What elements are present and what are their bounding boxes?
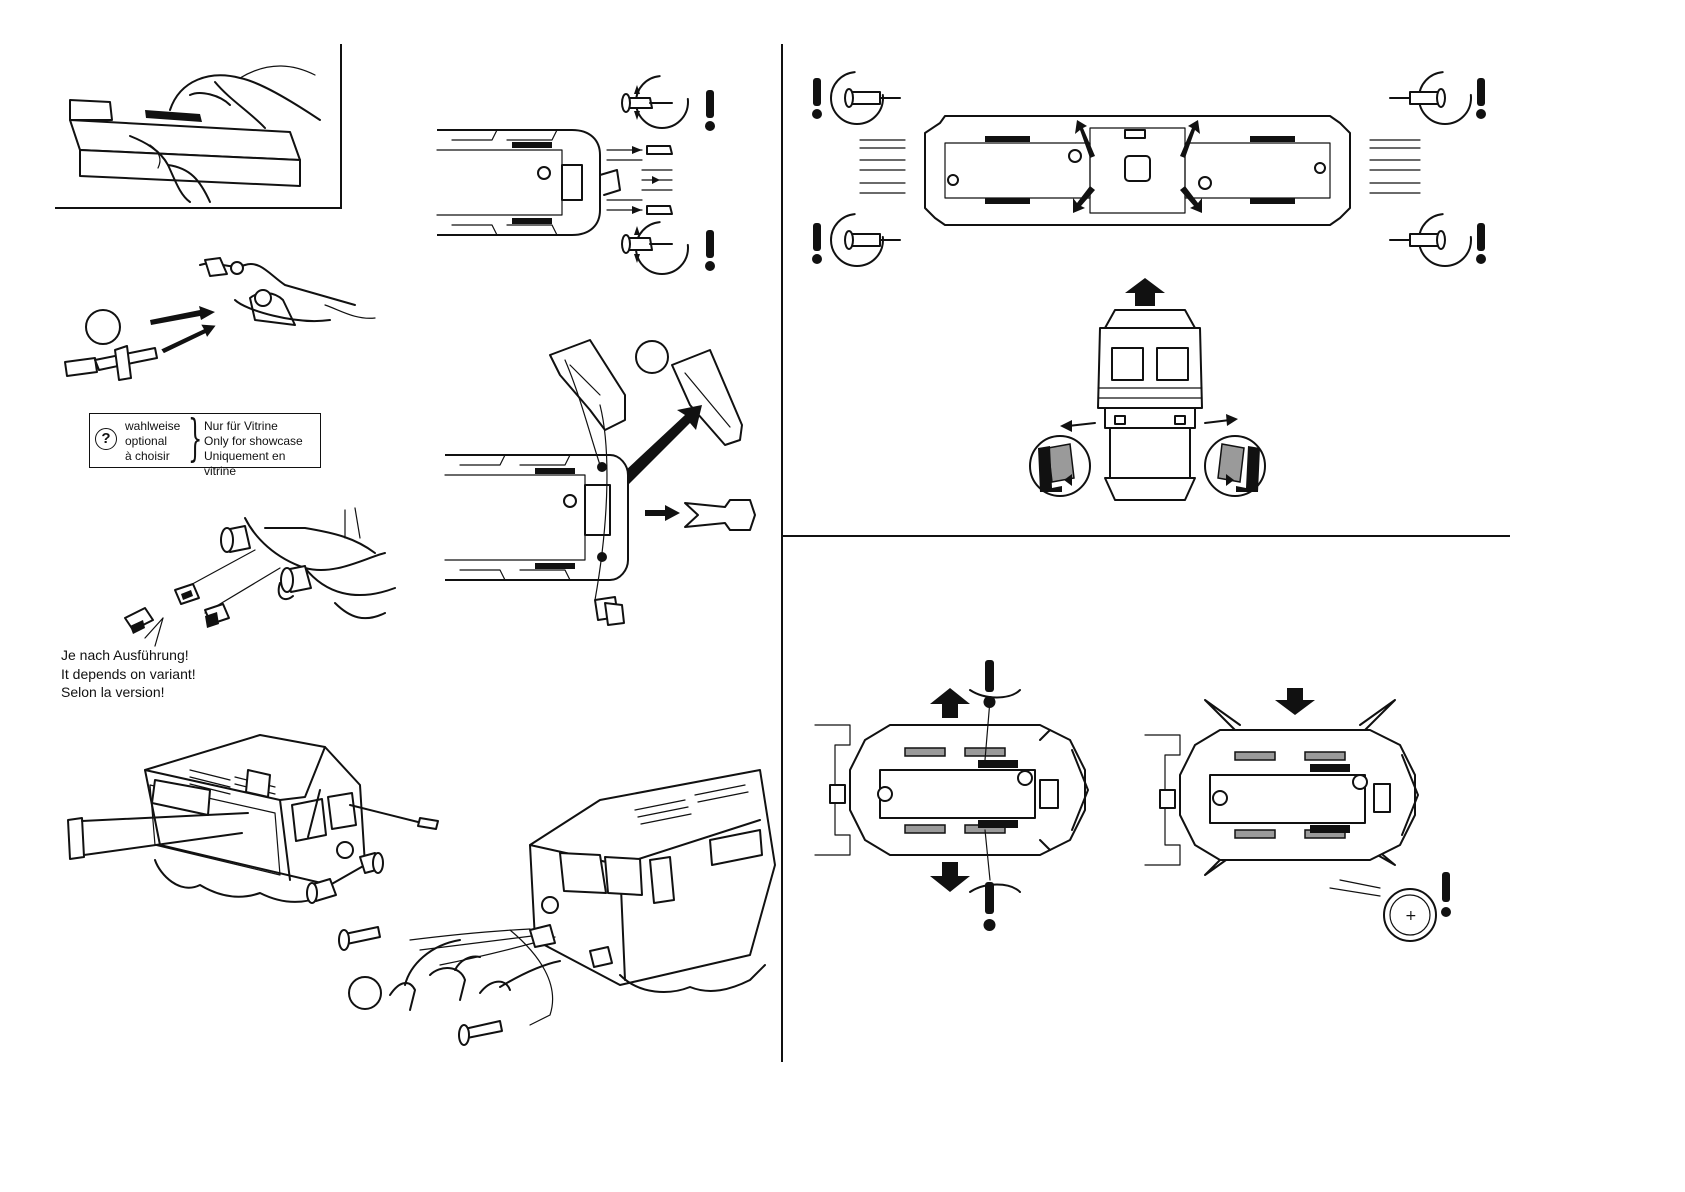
hands-holding-box-illustration <box>50 40 340 210</box>
cab-hood-removal-illustration <box>440 335 770 635</box>
question-mark-icon: ? <box>95 428 117 450</box>
variant-note: Je nach Ausführung! It depends on varian… <box>61 646 196 702</box>
note-left-line-1: wahlweise <box>125 419 180 434</box>
step-marker-circle-3 <box>636 341 668 373</box>
variant-line-2: It depends on variant! <box>61 665 196 684</box>
locomotive-detail-parts-illustration <box>60 725 780 1065</box>
optional-note-right: Nur für Vitrine Only for showcase Unique… <box>204 419 320 479</box>
variant-line-1: Je nach Ausführung! <box>61 646 196 665</box>
brace-icon: } <box>188 412 202 464</box>
note-right-line-2: Only for showcase <box>204 434 320 449</box>
bogie-gear-removal-illustration <box>810 660 1100 930</box>
buffer-connector-detail-illustration <box>105 508 405 658</box>
note-left-line-3: à choisir <box>125 449 180 464</box>
loco-front-body-lift-illustration <box>1030 278 1280 508</box>
bogie-traction-tire-illustration: + <box>1140 660 1460 935</box>
note-right-line-3: Uniquement en vitrine <box>204 449 320 479</box>
chassis-buffer-removal-illustration <box>432 80 732 270</box>
optional-note-box: ? wahlweise optional à choisir } Nur für… <box>89 413 321 468</box>
step-marker-circle-2 <box>349 977 381 1009</box>
battery-plus-label: + <box>1405 908 1417 924</box>
optional-note-left: wahlweise optional à choisir <box>125 419 180 464</box>
note-right-line-1: Nur für Vitrine <box>204 419 320 434</box>
note-left-line-2: optional <box>125 434 180 449</box>
variant-line-3: Selon la version! <box>61 683 196 702</box>
frame-vertical-line-step1 <box>340 44 342 209</box>
right-horizontal-divider <box>783 535 1510 537</box>
full-chassis-buffers-illustration <box>805 68 1505 278</box>
coupler-removal-illustration <box>55 250 385 390</box>
step-marker-circle <box>86 310 120 344</box>
center-vertical-divider <box>781 44 783 1062</box>
